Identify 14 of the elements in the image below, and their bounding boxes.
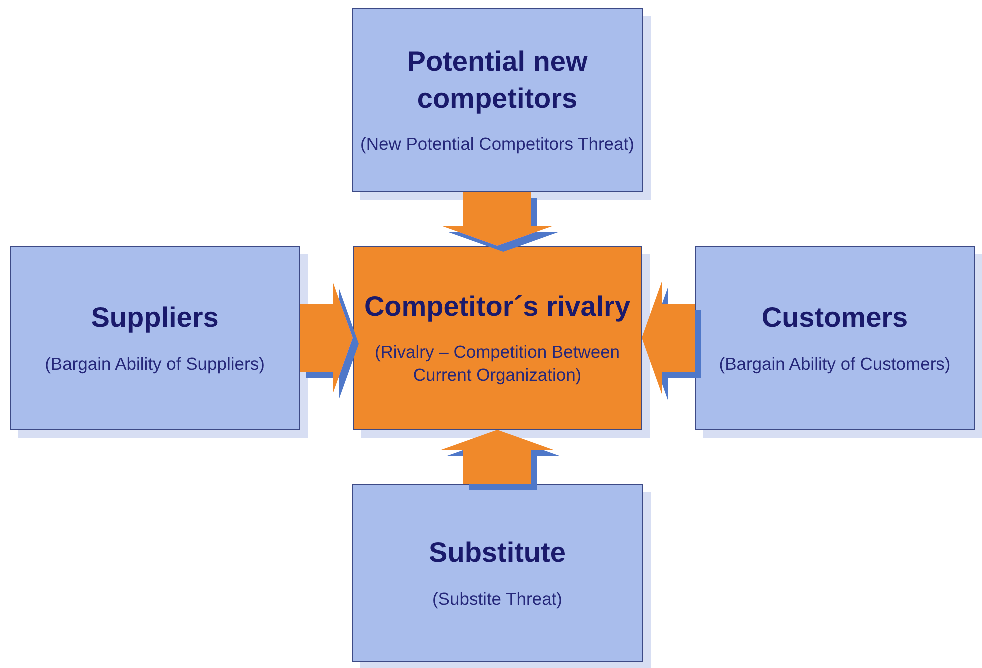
box-description: (Bargain Ability of Customers)	[719, 352, 951, 376]
block-arrow	[442, 192, 554, 246]
block-arrow	[300, 282, 353, 394]
box-title: Suppliers	[91, 301, 219, 336]
box-description: (New Potential Competitors Threat)	[360, 133, 634, 156]
block-arrow	[642, 282, 695, 394]
box-description: (Bargain Ability of Suppliers)	[45, 352, 265, 376]
block-arrow	[442, 430, 554, 484]
box-description: (Substite Threat)	[432, 588, 562, 611]
box-description: (Rivalry – Competition Between Current Organization)	[374, 341, 622, 387]
box-title: Potential new competitors	[406, 45, 589, 116]
box-title: Customers	[762, 301, 908, 336]
box-title: Competitor´s rivalry	[364, 290, 631, 324]
box-title: Substitute	[429, 536, 566, 570]
